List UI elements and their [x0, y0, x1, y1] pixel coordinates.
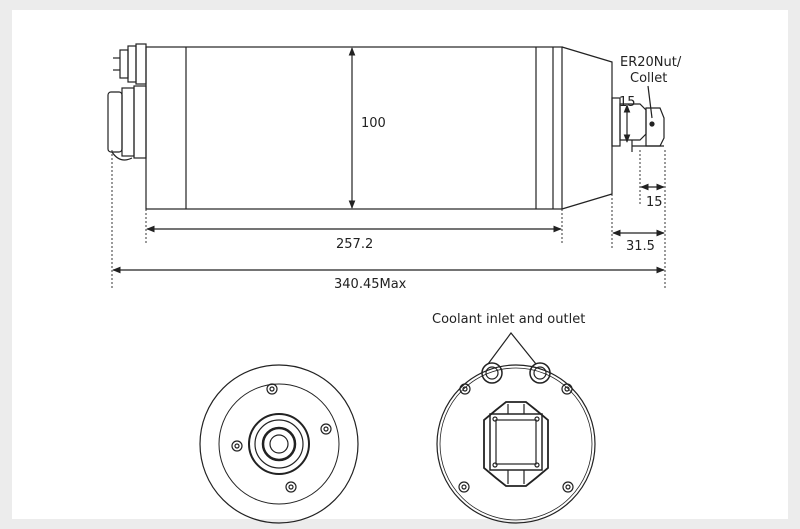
drawing-panel	[12, 10, 788, 519]
spindle-body	[145, 46, 563, 210]
spindle-front-view	[199, 364, 359, 524]
rear-bolt-holes	[458, 383, 574, 493]
rear-connector-plug	[107, 85, 147, 161]
body-length-label: 257.2	[336, 237, 373, 252]
spindle-side-view	[107, 43, 666, 288]
spindle-rear-view	[436, 332, 596, 524]
coolant-fitting-right	[529, 362, 551, 384]
coolant-fitting-left	[481, 362, 503, 384]
collet-title-line1: ER20Nut/	[620, 55, 682, 70]
spindle-nose	[561, 46, 613, 210]
collet-title-line2: Collet	[630, 71, 667, 86]
rear-connector-top	[113, 43, 147, 85]
nose-length-label: 31.5	[626, 239, 655, 254]
coolant-label: Coolant inlet and outlet	[432, 312, 585, 327]
rear-connector-plate	[483, 401, 549, 487]
total-length-label: 340.45Max	[334, 277, 407, 292]
diameter-label: 100	[361, 116, 386, 131]
collet-diameter-label: 15	[619, 95, 636, 110]
front-bolt-holes	[231, 383, 332, 493]
collet-width-label: 15	[646, 195, 663, 210]
collet-nut	[611, 97, 665, 152]
